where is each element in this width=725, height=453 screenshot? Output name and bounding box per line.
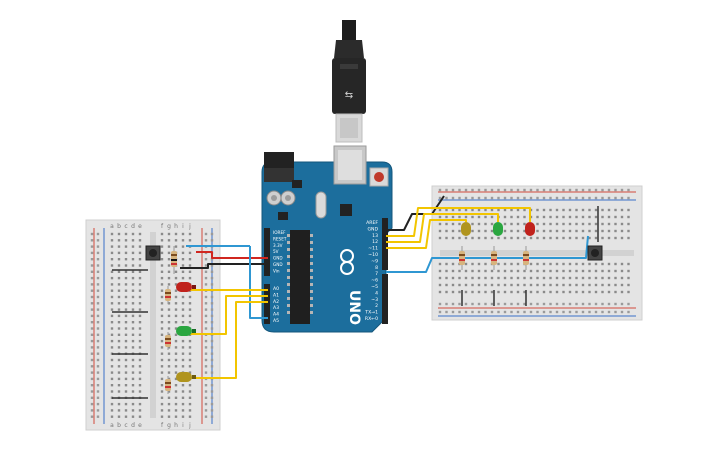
led-yellow-left[interactable] (176, 372, 196, 382)
wire-blue-button-left[interactable] (186, 245, 268, 319)
power-pin-label: Vin (273, 268, 280, 273)
column-label: j (188, 422, 191, 429)
resistor-left-yellow[interactable] (165, 376, 171, 394)
column-label: d (131, 422, 135, 429)
column-label: b (117, 223, 121, 230)
resistor-right-2[interactable] (491, 246, 497, 270)
digital-pin-label: 8 (375, 265, 378, 271)
wire-yellow-d13[interactable] (386, 207, 531, 237)
power-pin-label: 5V (273, 249, 279, 254)
digital-pin-label: 13 (372, 233, 378, 239)
column-label: a (110, 422, 114, 429)
analog-pin-label: A4 (273, 312, 279, 318)
digital-pin-label: ~10 (368, 252, 378, 258)
arduino-uno-board[interactable]: UNO AREFGND1312~11~10~987~6~54~32TX→1RX←… (261, 145, 393, 333)
column-label: e (138, 422, 142, 429)
led-green-left[interactable] (176, 326, 196, 336)
column-label: c (124, 223, 127, 230)
resistor-right-1[interactable] (459, 246, 465, 270)
wire-black-gnd[interactable] (180, 263, 268, 269)
led-red-left[interactable] (176, 282, 196, 292)
wire-yellow-a1[interactable] (180, 295, 268, 335)
analog-pin-label: A2 (273, 299, 279, 305)
column-label: g (167, 422, 171, 429)
column-label: h (174, 223, 178, 230)
power-pin-label: GND (273, 256, 283, 261)
analog-pin-label: A1 (273, 292, 279, 298)
resistor-left-button[interactable] (171, 246, 177, 274)
analog-pin-label: A0 (273, 286, 279, 292)
led-green-right[interactable] (493, 222, 503, 236)
pushbutton-left[interactable] (145, 245, 161, 261)
analog-pin-label: A5 (273, 318, 279, 324)
digital-pin-label: RX←0 (365, 316, 378, 322)
wire-red-5v[interactable] (196, 251, 268, 259)
digital-pin-label: GND (367, 226, 378, 232)
column-label: g (167, 223, 171, 230)
digital-pin-label: AREF (366, 220, 378, 226)
wire-blue-d2[interactable] (386, 235, 589, 273)
wire-yellow-d11[interactable] (386, 219, 467, 249)
column-label: a (110, 223, 114, 230)
power-pin-label: GND (273, 262, 283, 267)
digital-pin-label: ~11 (368, 246, 378, 252)
wire-yellow-d12[interactable] (386, 213, 499, 243)
digital-pin-label: 12 (372, 239, 378, 245)
column-label: e (138, 223, 142, 230)
column-label: c (124, 422, 127, 429)
digital-pin-label: 4 (375, 290, 378, 296)
power-pin-label: IOREF (273, 230, 286, 235)
resistor-right-3[interactable] (523, 246, 529, 270)
column-label: i (182, 422, 184, 429)
led-red-right[interactable] (525, 222, 535, 236)
digital-pin-label: ~6 (371, 278, 378, 284)
wire-yellow-a2[interactable] (180, 301, 268, 379)
board-brand: UNO (346, 290, 362, 325)
column-label: i (182, 223, 184, 230)
digital-pin-label: ~5 (371, 284, 378, 290)
usb-cable[interactable]: ⇆ (332, 20, 366, 143)
column-label: b (117, 422, 121, 429)
resistor-left-green[interactable] (165, 332, 171, 350)
arduino-logo: UNO (340, 249, 362, 325)
power-pin-label: RESET (273, 236, 287, 241)
wires (180, 195, 589, 379)
resistor-left-red[interactable] (165, 286, 171, 304)
column-label: f (161, 422, 164, 429)
digital-pin-label: 7 (375, 271, 378, 277)
breadboard-right[interactable] (431, 185, 643, 321)
digital-pin-label: 2 (375, 303, 378, 309)
digital-pin-label: TX→1 (364, 310, 378, 316)
power-pin-label: 3.3V (273, 243, 283, 248)
digital-pin-label: ~9 (371, 258, 378, 264)
analog-pin-label: A3 (273, 305, 279, 311)
svg-text:⇆: ⇆ (345, 90, 353, 101)
column-label: f (161, 223, 164, 230)
column-label: h (174, 422, 178, 429)
column-label: j (188, 223, 191, 230)
digital-pin-label: ~3 (371, 297, 378, 303)
pushbutton-right[interactable] (587, 245, 603, 261)
column-label: d (131, 223, 135, 230)
led-yellow-right[interactable] (461, 222, 471, 236)
